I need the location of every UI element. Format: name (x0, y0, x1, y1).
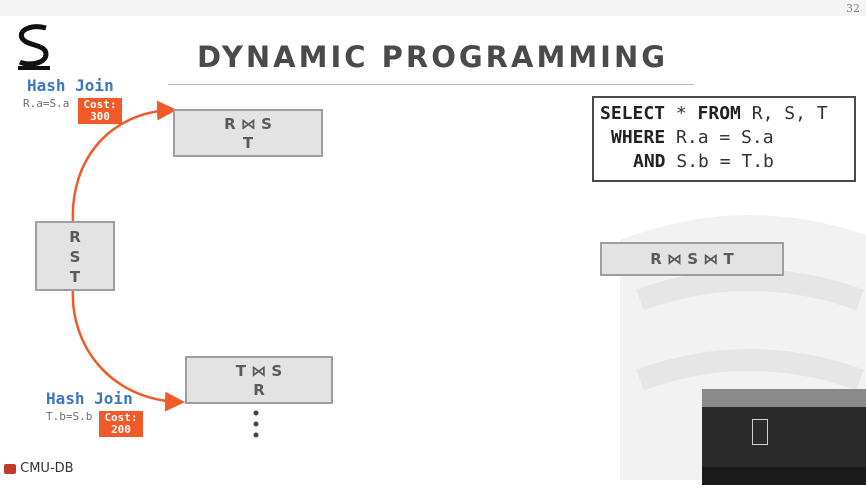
sql-text: * (665, 103, 698, 124)
sql-line-2: WHERE R.a = S.a (600, 126, 848, 150)
arrow-to-top (71, 100, 177, 223)
box-line: R ⋈ S (224, 115, 272, 133)
page-title: DYNAMIC PROGRAMMING (196, 40, 669, 74)
arrow-to-bottom (71, 288, 185, 412)
cost-value: 300 (90, 110, 110, 123)
sql-text: R.a = S.a (665, 127, 774, 148)
box-line: T (242, 134, 254, 152)
logo-icon (18, 24, 50, 70)
sql-line-3: AND S.b = T.b (600, 150, 848, 174)
cost-label: Cost: (104, 411, 138, 424)
box-line: S (69, 248, 81, 266)
sql-keyword: WHERE (611, 127, 666, 148)
box-line: R (253, 381, 265, 399)
top-join-condition: R.a=S.a (23, 97, 70, 110)
bottom-join-cost-badge: Cost: 200 (99, 411, 143, 437)
sql-keyword: FROM (697, 103, 741, 124)
sql-query-box: SELECT * FROM R, S, T WHERE R.a = S.a AN… (592, 96, 856, 182)
box-line: T ⋈ S (235, 362, 283, 380)
plan-box-r-join-s-join-t: R ⋈ S ⋈ T (600, 242, 784, 276)
cost-label: Cost: (83, 98, 117, 111)
footer-brand: CMU-DB (4, 461, 74, 476)
sql-text: S.b = T.b (665, 151, 774, 172)
box-line: R ⋈ S ⋈ T (650, 250, 734, 268)
top-join-label: Hash Join (27, 76, 114, 95)
footer-brand-text: CMU-DB (20, 461, 74, 476)
cmu-db-logo-icon (4, 463, 16, 474)
sql-line-1: SELECT * FROM R, S, T (600, 102, 848, 126)
sql-keyword: AND (633, 151, 666, 172)
top-join-cost-badge: Cost: 300 (78, 98, 122, 124)
top-bar (0, 0, 866, 16)
box-line: T (69, 268, 81, 286)
speaker-video-thumbnail[interactable] (702, 389, 866, 485)
plan-box-t-join-s: T ⋈ S R (185, 356, 333, 404)
plan-box-r-join-s: R ⋈ S T (173, 109, 323, 157)
sql-keyword: SELECT (600, 103, 666, 124)
plan-box-rst: R S T (35, 221, 115, 291)
box-line: R (69, 228, 81, 246)
sql-text: R, S, T (740, 103, 828, 124)
bottom-join-label: Hash Join (46, 389, 133, 408)
cost-value: 200 (111, 423, 131, 436)
bottom-join-condition: T.b=S.b (46, 410, 93, 423)
title-divider (168, 84, 694, 85)
ellipsis-dots-icon (253, 410, 259, 438)
slide-number: 32 (846, 2, 860, 15)
